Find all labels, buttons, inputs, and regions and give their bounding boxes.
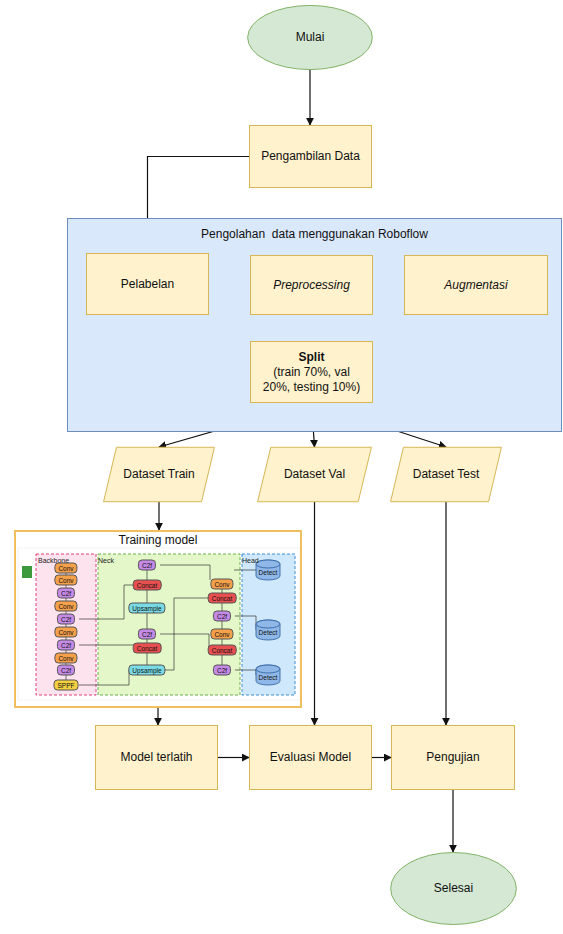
c2f-block: C2f <box>213 665 231 676</box>
concat-block: Concat <box>133 580 162 591</box>
region-label: Neck <box>98 556 114 565</box>
concat-block: Concat <box>133 643 162 654</box>
text-holder: Preprocessing <box>251 256 372 314</box>
text-holder: Mulai <box>247 5 373 70</box>
flow-arrow <box>158 502 159 530</box>
conv-block: Conv <box>54 575 77 586</box>
node-detail: (train 70%, val 20%, testing 10%) <box>259 365 364 395</box>
sppf-block: SPPF <box>54 680 79 691</box>
data-parallelogram: Dataset Train <box>103 447 215 502</box>
upsample-block: Upsample <box>128 665 165 676</box>
node-label: Selesai <box>434 881 473 896</box>
process-box: Augmentasi <box>404 255 548 315</box>
detect-label: Detect <box>256 628 281 637</box>
process-box: Pengambilan Data <box>249 125 372 188</box>
detect-label: Detect <box>256 568 281 577</box>
detect-label: Detect <box>256 673 281 682</box>
text-holder: Selesai <box>390 852 517 925</box>
text-holder: Dataset Train <box>103 447 215 502</box>
node-label: Preprocessing <box>273 278 350 293</box>
node-label: Augmentasi <box>444 278 507 293</box>
concat-block: Concat <box>208 645 237 656</box>
process-box: Model terlatih <box>95 725 218 790</box>
conv-block: Conv <box>54 563 77 574</box>
node-label: Pengambilan Data <box>261 149 360 164</box>
node-label: Mulai <box>296 30 325 45</box>
conv-block: Conv <box>54 627 77 638</box>
process-box: Split(train 70%, val 20%, testing 10%) <box>250 341 373 403</box>
conv-block: Conv <box>210 629 233 640</box>
node-label: Evaluasi Model <box>270 750 351 765</box>
c2f-block: C2f <box>57 640 75 651</box>
text-holder: Pelabelan <box>87 254 208 314</box>
conv-block: Conv <box>54 601 77 612</box>
conv-block: Conv <box>54 653 77 664</box>
node-label: Model terlatih <box>120 750 192 765</box>
c2f-block: C2f <box>57 614 75 625</box>
process-box: Pengujian <box>391 725 515 790</box>
c2f-block: C2f <box>138 560 156 571</box>
text-holder: Evaluasi Model <box>250 726 371 789</box>
data-parallelogram: Dataset Val <box>257 447 372 502</box>
process-box: Evaluasi Model <box>249 725 372 790</box>
text-holder: Pengambilan Data <box>250 126 371 187</box>
text-holder: Dataset Val <box>257 447 372 502</box>
text-holder: Model terlatih <box>96 726 217 789</box>
flow-arrow <box>314 502 315 725</box>
start-terminator: Mulai <box>247 5 373 70</box>
flow-arrow <box>372 757 391 758</box>
flow-arrow <box>309 70 310 125</box>
flow-arrow <box>218 757 249 758</box>
group-title: Training model <box>16 533 300 548</box>
group-band: Pengolahan data menggunakan RoboflowPela… <box>67 218 562 432</box>
data-parallelogram: Dataset Test <box>390 447 502 502</box>
process-box: Pelabelan <box>86 253 209 315</box>
flow-arrow <box>157 708 158 725</box>
training-panel: Training modelBackboneNeckHeadConvConvC2… <box>14 530 302 708</box>
text-holder: Split(train 70%, val 20%, testing 10%) <box>251 342 372 402</box>
text-holder: Pengujian <box>392 726 514 789</box>
group-title: Pengolahan data menggunakan Roboflow <box>68 227 561 242</box>
c2f-block: C2f <box>138 629 156 640</box>
node-label: Pengujian <box>426 750 479 765</box>
node-label: Dataset Test <box>413 467 479 482</box>
process-box: Preprocessing <box>250 255 373 315</box>
upsample-block: Upsample <box>128 603 165 614</box>
conv-block: Conv <box>210 579 233 590</box>
node-label: Dataset Train <box>123 467 194 482</box>
text-holder: Augmentasi <box>405 256 547 314</box>
concat-block: Concat <box>208 593 237 604</box>
c2f-block: C2f <box>57 588 75 599</box>
node-label: Dataset Val <box>284 467 345 482</box>
node-label: Pelabelan <box>121 277 174 292</box>
text-holder: Dataset Test <box>390 447 502 502</box>
c2f-block: C2f <box>213 611 231 622</box>
flow-arrow <box>445 502 446 725</box>
region-label: Head <box>242 556 259 565</box>
node-label: Split <box>299 350 325 365</box>
flow-arrow <box>452 790 453 852</box>
c2f-block: C2f <box>57 665 75 676</box>
end-terminator: Selesai <box>390 852 517 925</box>
